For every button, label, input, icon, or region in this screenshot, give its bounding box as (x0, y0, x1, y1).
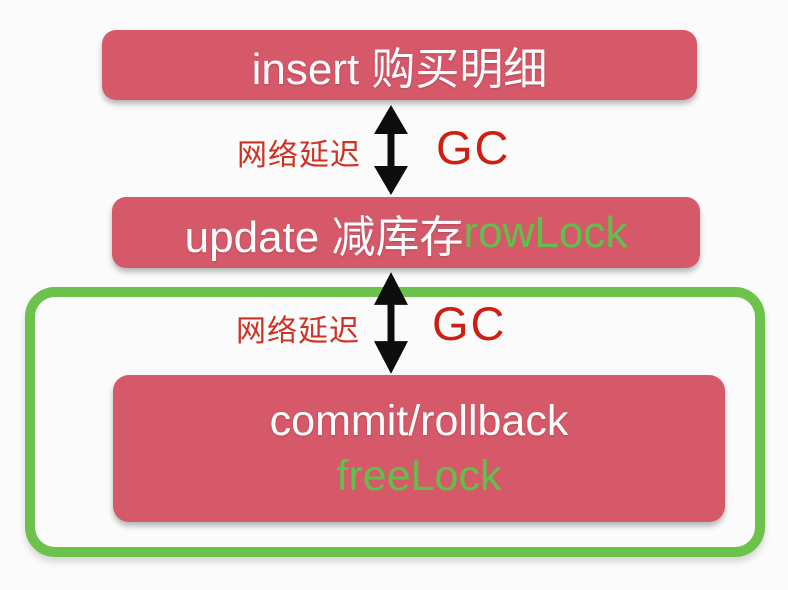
gc-label-top: GC (436, 121, 511, 174)
network-delay-label-bottom: 网络延迟 (236, 315, 360, 348)
insert-node-label: insert 购买明细 (251, 45, 548, 94)
update-node: update 减库存 rowLock (112, 197, 700, 268)
double-arrow-icon-top (374, 105, 408, 195)
freelock-label: freeLock (336, 451, 502, 500)
gc-label-bottom: GC (432, 297, 507, 350)
commit-node: commit/rollback freeLock (113, 375, 725, 522)
double-arrow-icon-bottom (374, 272, 408, 374)
network-delay-label-top: 网络延迟 (237, 139, 361, 172)
rowlock-label: rowLock (463, 207, 628, 257)
update-node-label: update 减库存 (184, 212, 464, 262)
insert-node: insert 购买明细 (102, 30, 697, 100)
commit-node-label: commit/rollback (269, 396, 569, 445)
